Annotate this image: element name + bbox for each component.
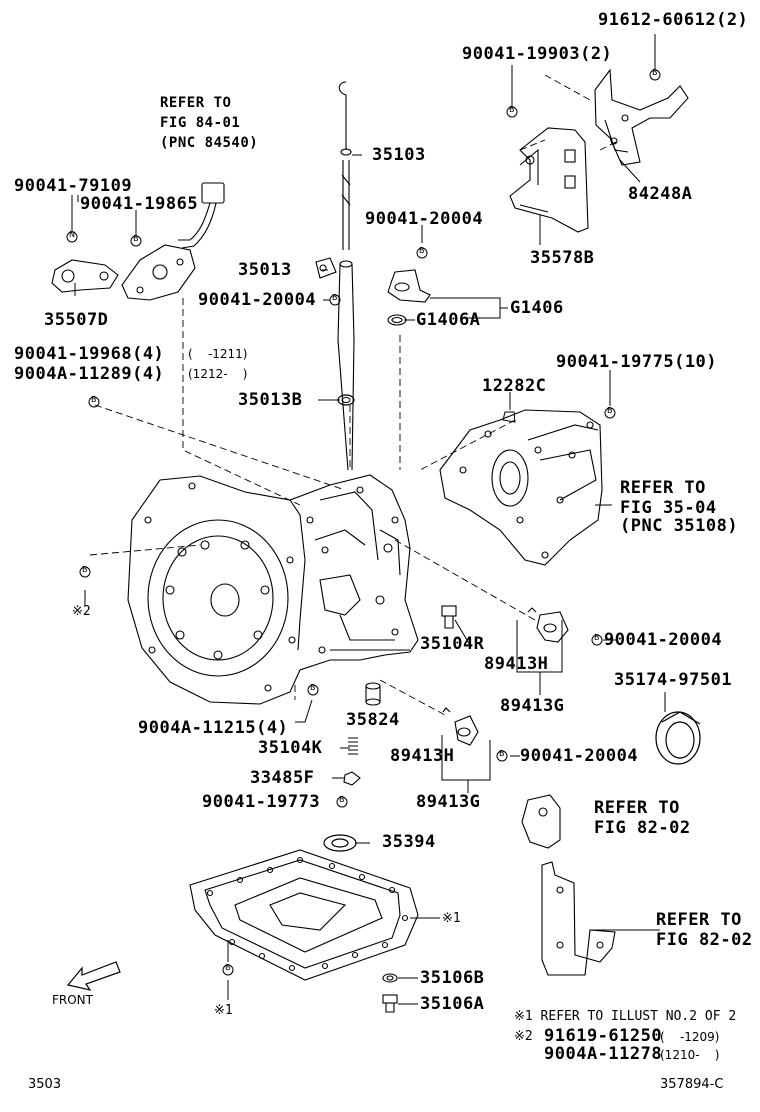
speed-sensor-upper bbox=[527, 607, 569, 643]
bolt-mark-b: B bbox=[509, 105, 515, 114]
bracket-82-02-upper bbox=[521, 794, 561, 849]
callout-89413h-lower: 89413H bbox=[390, 746, 455, 766]
callout-35824: 35824 bbox=[346, 710, 400, 730]
callout-35104k: 35104K bbox=[258, 738, 323, 758]
callout-90041-19773: 90041-19773 bbox=[202, 792, 321, 812]
drain-plug-35106 bbox=[382, 973, 398, 1013]
callout-35394: 35394 bbox=[382, 832, 436, 852]
bracket-84248a bbox=[594, 68, 689, 166]
callout-90041-19775: 90041-19775(10) bbox=[556, 352, 718, 372]
callout-90041-20004-lower: 90041-20004 bbox=[520, 746, 639, 766]
note1-mark-pan: ※1 bbox=[442, 911, 461, 926]
oil-seal-35174 bbox=[655, 711, 701, 765]
callout-89413g-lower: 89413G bbox=[416, 792, 481, 812]
oil-pan bbox=[189, 849, 419, 981]
small-parts bbox=[343, 682, 381, 786]
callout-33485f: 33485F bbox=[250, 768, 315, 788]
refer-82b-line2: FIG 82-02 bbox=[656, 930, 753, 950]
extension-housing bbox=[439, 409, 603, 566]
callout-35106b: 35106B bbox=[420, 968, 485, 988]
footnote-2-mark: ※2 bbox=[514, 1029, 533, 1044]
transmission-case bbox=[127, 474, 419, 705]
note2-mark-left: ※2 bbox=[72, 604, 91, 619]
front-label: FRONT bbox=[52, 993, 93, 1007]
refer-82a-line2: FIG 82-02 bbox=[594, 818, 691, 838]
callout-35174-97501: 35174-97501 bbox=[614, 670, 733, 690]
bolt-mark-b: B bbox=[310, 683, 316, 692]
callout-90041-20004-left: 90041-20004 bbox=[198, 290, 317, 310]
bolt-mark-b: B bbox=[332, 293, 338, 302]
speed-sensor-lower bbox=[442, 707, 479, 746]
callout-35578b: 35578B bbox=[530, 248, 595, 268]
callout-g1406: G1406 bbox=[510, 298, 564, 318]
dipstick-35103 bbox=[338, 81, 352, 250]
illustration-number: 357894-C bbox=[660, 1077, 724, 1092]
callout-89413h-upper: 89413H bbox=[484, 654, 549, 674]
callout-35106a: 35106A bbox=[420, 994, 485, 1014]
breather-12282c bbox=[502, 411, 516, 423]
callout-35013: 35013 bbox=[238, 260, 292, 280]
callout-35103: 35103 bbox=[372, 145, 426, 165]
callout-90041-19903: 90041-19903(2) bbox=[462, 44, 613, 64]
callout-12282c: 12282C bbox=[482, 376, 547, 396]
bolt-mark-b: B bbox=[499, 749, 505, 758]
callout-90041-19968: 90041-19968(4) bbox=[14, 344, 165, 364]
callout-35013b: 35013B bbox=[238, 390, 303, 410]
footnote-1: ※1 REFER TO ILLUST NO.2 OF 2 bbox=[514, 1009, 737, 1024]
dashed-guide-lines bbox=[89, 74, 621, 716]
callout-9004a-11215: 9004A-11215(4) bbox=[138, 718, 289, 738]
callout-90041-20004-top: 90041-20004 bbox=[365, 209, 484, 229]
sensor-g1406 bbox=[387, 269, 431, 326]
gasket-35394 bbox=[323, 834, 357, 852]
callout-90041-20004-right: 90041-20004 bbox=[604, 630, 723, 650]
page-number: 3503 bbox=[28, 1077, 62, 1092]
o-ring-35013b bbox=[337, 394, 355, 406]
refer-35-line1: REFER TO bbox=[620, 478, 706, 498]
callout-89413g-upper: 89413G bbox=[500, 696, 565, 716]
bolt-mark-b: B bbox=[133, 234, 139, 243]
callout-g1406a: G1406A bbox=[416, 310, 481, 330]
callout-35507d: 35507D bbox=[44, 310, 109, 330]
bolt-mark-circles bbox=[66, 69, 661, 976]
bolt-mark-n: N bbox=[69, 230, 75, 239]
leader-lines bbox=[71, 34, 666, 1005]
bolt-mark-b: B bbox=[91, 395, 97, 404]
bolt-mark-b: B bbox=[594, 633, 600, 642]
callout-90041-19865: 90041-19865 bbox=[80, 194, 199, 214]
bolt-mark-b: B bbox=[339, 795, 345, 804]
filler-tube-35013 bbox=[315, 257, 355, 471]
bolt-mark-b: B bbox=[419, 246, 425, 255]
bolt-mark-b: B bbox=[607, 406, 613, 415]
refer-82b-line1: REFER TO bbox=[656, 910, 742, 930]
bolt-mark-b: B bbox=[225, 963, 231, 972]
range-90041-19968: ( -1211) bbox=[188, 347, 248, 361]
callout-35104r: 35104R bbox=[420, 634, 485, 654]
bolt-mark-b: B bbox=[82, 565, 88, 574]
neutral-switch-35507d bbox=[51, 182, 225, 301]
refer-35-line2: FIG 35-04 bbox=[620, 498, 717, 518]
range-9004a-11289: (1212- ) bbox=[188, 367, 248, 381]
footnote-2-range1: ( -1209) bbox=[660, 1030, 720, 1044]
bolt-mark-b: B bbox=[652, 68, 658, 77]
callout-84248a: 84248A bbox=[628, 184, 693, 204]
footnote-2-range2: (1210- ) bbox=[660, 1048, 720, 1062]
refer-84-line2: FIG 84-01 bbox=[160, 115, 241, 131]
plug-35104r bbox=[441, 605, 457, 629]
footnote-2-part2: 9004A-11278 bbox=[544, 1044, 663, 1064]
callout-90041-79109: 90041-79109 bbox=[14, 176, 133, 196]
footnote-2-part1: 91619-61250 bbox=[544, 1026, 663, 1046]
front-arrow-icon bbox=[66, 961, 121, 991]
refer-35-line3: (PNC 35108) bbox=[620, 516, 739, 536]
bracket-35578b bbox=[509, 127, 589, 233]
refer-84-line3: (PNC 84540) bbox=[160, 135, 259, 151]
refer-84-line1: REFER TO bbox=[160, 95, 232, 111]
callout-91612-60612: 91612-60612(2) bbox=[598, 10, 749, 30]
refer-82a-line1: REFER TO bbox=[594, 798, 680, 818]
callout-9004a-11289: 9004A-11289(4) bbox=[14, 364, 165, 384]
note1-mark-left: ※1 bbox=[214, 1003, 233, 1018]
bracket-82-02-lower bbox=[541, 861, 616, 976]
